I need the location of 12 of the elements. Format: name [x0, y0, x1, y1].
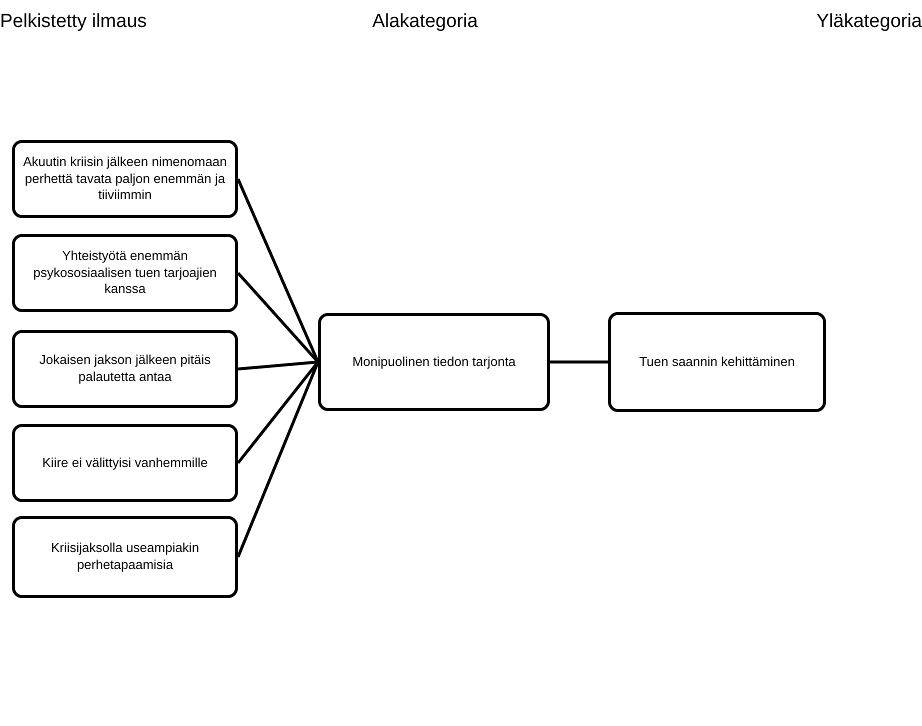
- connector-line: [550, 360, 608, 364]
- column-heading: Yläkategoria: [815, 10, 922, 34]
- category-box: Kriisijaksolla useampiakin perhetapaamisia: [12, 516, 238, 598]
- category-box: Akuutin kriisin jälkeen nimenomaan perhettä tavata paljon enemmän ja tiiviimmin: [12, 140, 238, 218]
- column-heading: Alakategoria: [371, 10, 479, 34]
- column-heading: Pelkistetty ilmaus: [0, 10, 148, 34]
- category-box: Monipuolinen tiedon tarjonta: [318, 313, 550, 411]
- category-box: Tuen saannin kehittäminen: [608, 312, 826, 412]
- category-box: Yhteistyötä enemmän psykososiaalisen tuen tarjoajien kanssa: [12, 234, 238, 312]
- connector-line: [238, 360, 318, 370]
- category-box: Kiire ei välittyisi vanhemmille: [12, 424, 238, 502]
- category-box: Jokaisen jakson jälkeen pitäis palautetta antaa: [12, 330, 238, 408]
